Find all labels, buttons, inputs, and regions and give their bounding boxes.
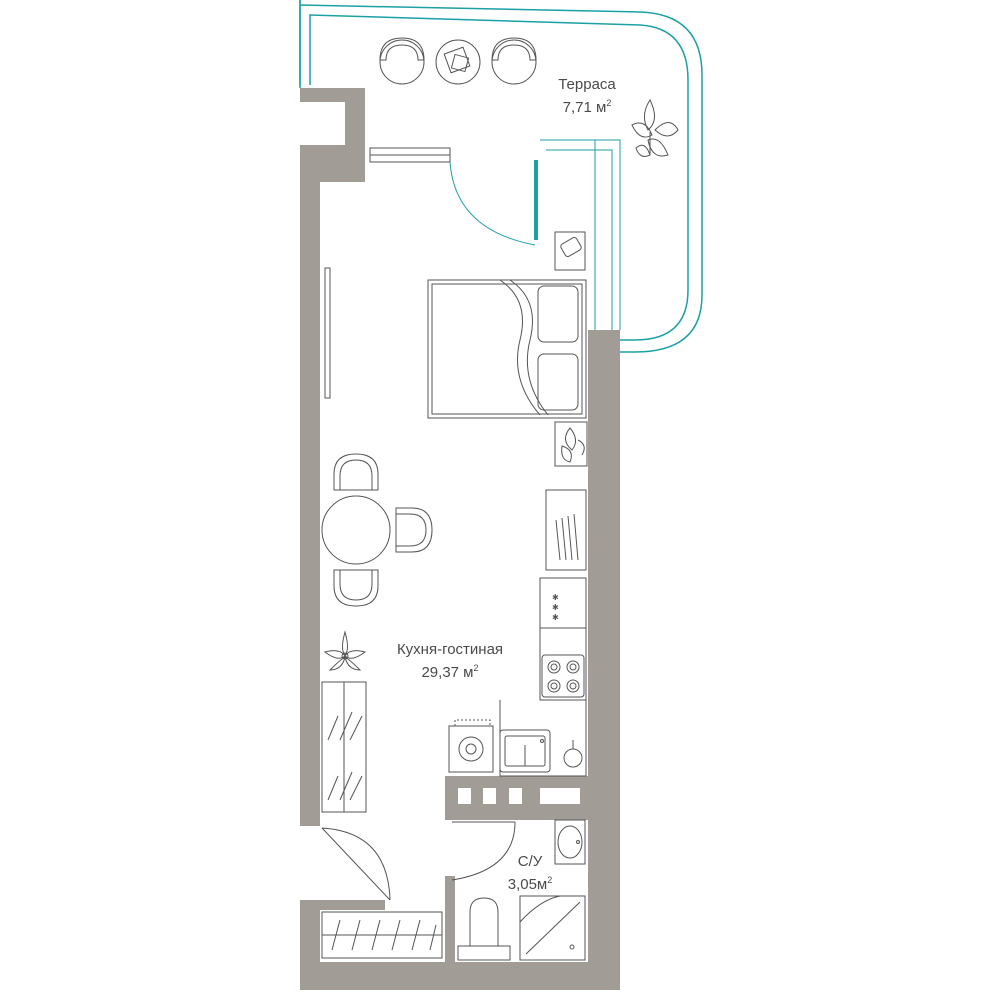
washing-machine [448, 719, 494, 773]
cooktop [541, 654, 585, 698]
oven-vent: ✱ ✱ ✱ [552, 593, 559, 622]
kitchen-sink [499, 729, 551, 773]
toilet [457, 897, 511, 961]
bathroom-door [451, 821, 516, 881]
dining-chair-bottom [333, 569, 379, 607]
nightstand [554, 231, 586, 271]
fridge [545, 489, 587, 571]
wall-bottom [300, 962, 620, 990]
svg-text:✱: ✱ [552, 603, 559, 612]
dining-table [321, 495, 391, 565]
bathroom-area: 3,05м2 [507, 875, 553, 893]
wall-lower-left [300, 900, 320, 990]
terrace-chair-left [379, 37, 425, 85]
cooking-pot [563, 740, 583, 768]
svg-text:✱: ✱ [552, 613, 559, 622]
terrace-window-right [540, 139, 621, 330]
bed [427, 279, 587, 419]
partition-openings [458, 788, 580, 804]
wall-right [588, 330, 620, 990]
wall-entry-top [300, 900, 385, 910]
entry-wardrobe [321, 911, 443, 959]
entry-door [321, 827, 391, 901]
terrace-chair-right [491, 37, 537, 85]
dining-chair-top [333, 453, 379, 491]
walls [300, 88, 620, 990]
dining-chair-right [395, 507, 433, 553]
bathroom-name: С/У [517, 853, 543, 870]
terrace-table [435, 39, 481, 85]
terrace-window-left [369, 147, 451, 163]
living-label: Кухня-гостиная 29,37 м2 [375, 640, 525, 682]
wall-tv [324, 267, 331, 399]
room-plant-top [554, 421, 588, 467]
terrace-label: Терраса 7,71 м2 [532, 75, 642, 117]
living-area: 29,37 м2 [421, 663, 479, 681]
room-plant-bottom [323, 630, 367, 671]
terrace-name: Терраса [558, 76, 616, 93]
terrace-plant [631, 99, 679, 157]
bathroom-label: С/У 3,05м2 [490, 852, 570, 894]
terrace-area: 7,71 м2 [562, 98, 612, 116]
living-name: Кухня-гостиная [396, 641, 504, 658]
svg-text:✱: ✱ [552, 593, 559, 602]
wall-bath-left [445, 876, 455, 976]
bathroom-sink [554, 819, 586, 865]
balcony-door-swing [449, 161, 536, 246]
shower [519, 895, 586, 961]
wardrobe-left [321, 681, 367, 813]
terrace-outline [299, 0, 703, 353]
wall-upper-left [300, 88, 365, 826]
